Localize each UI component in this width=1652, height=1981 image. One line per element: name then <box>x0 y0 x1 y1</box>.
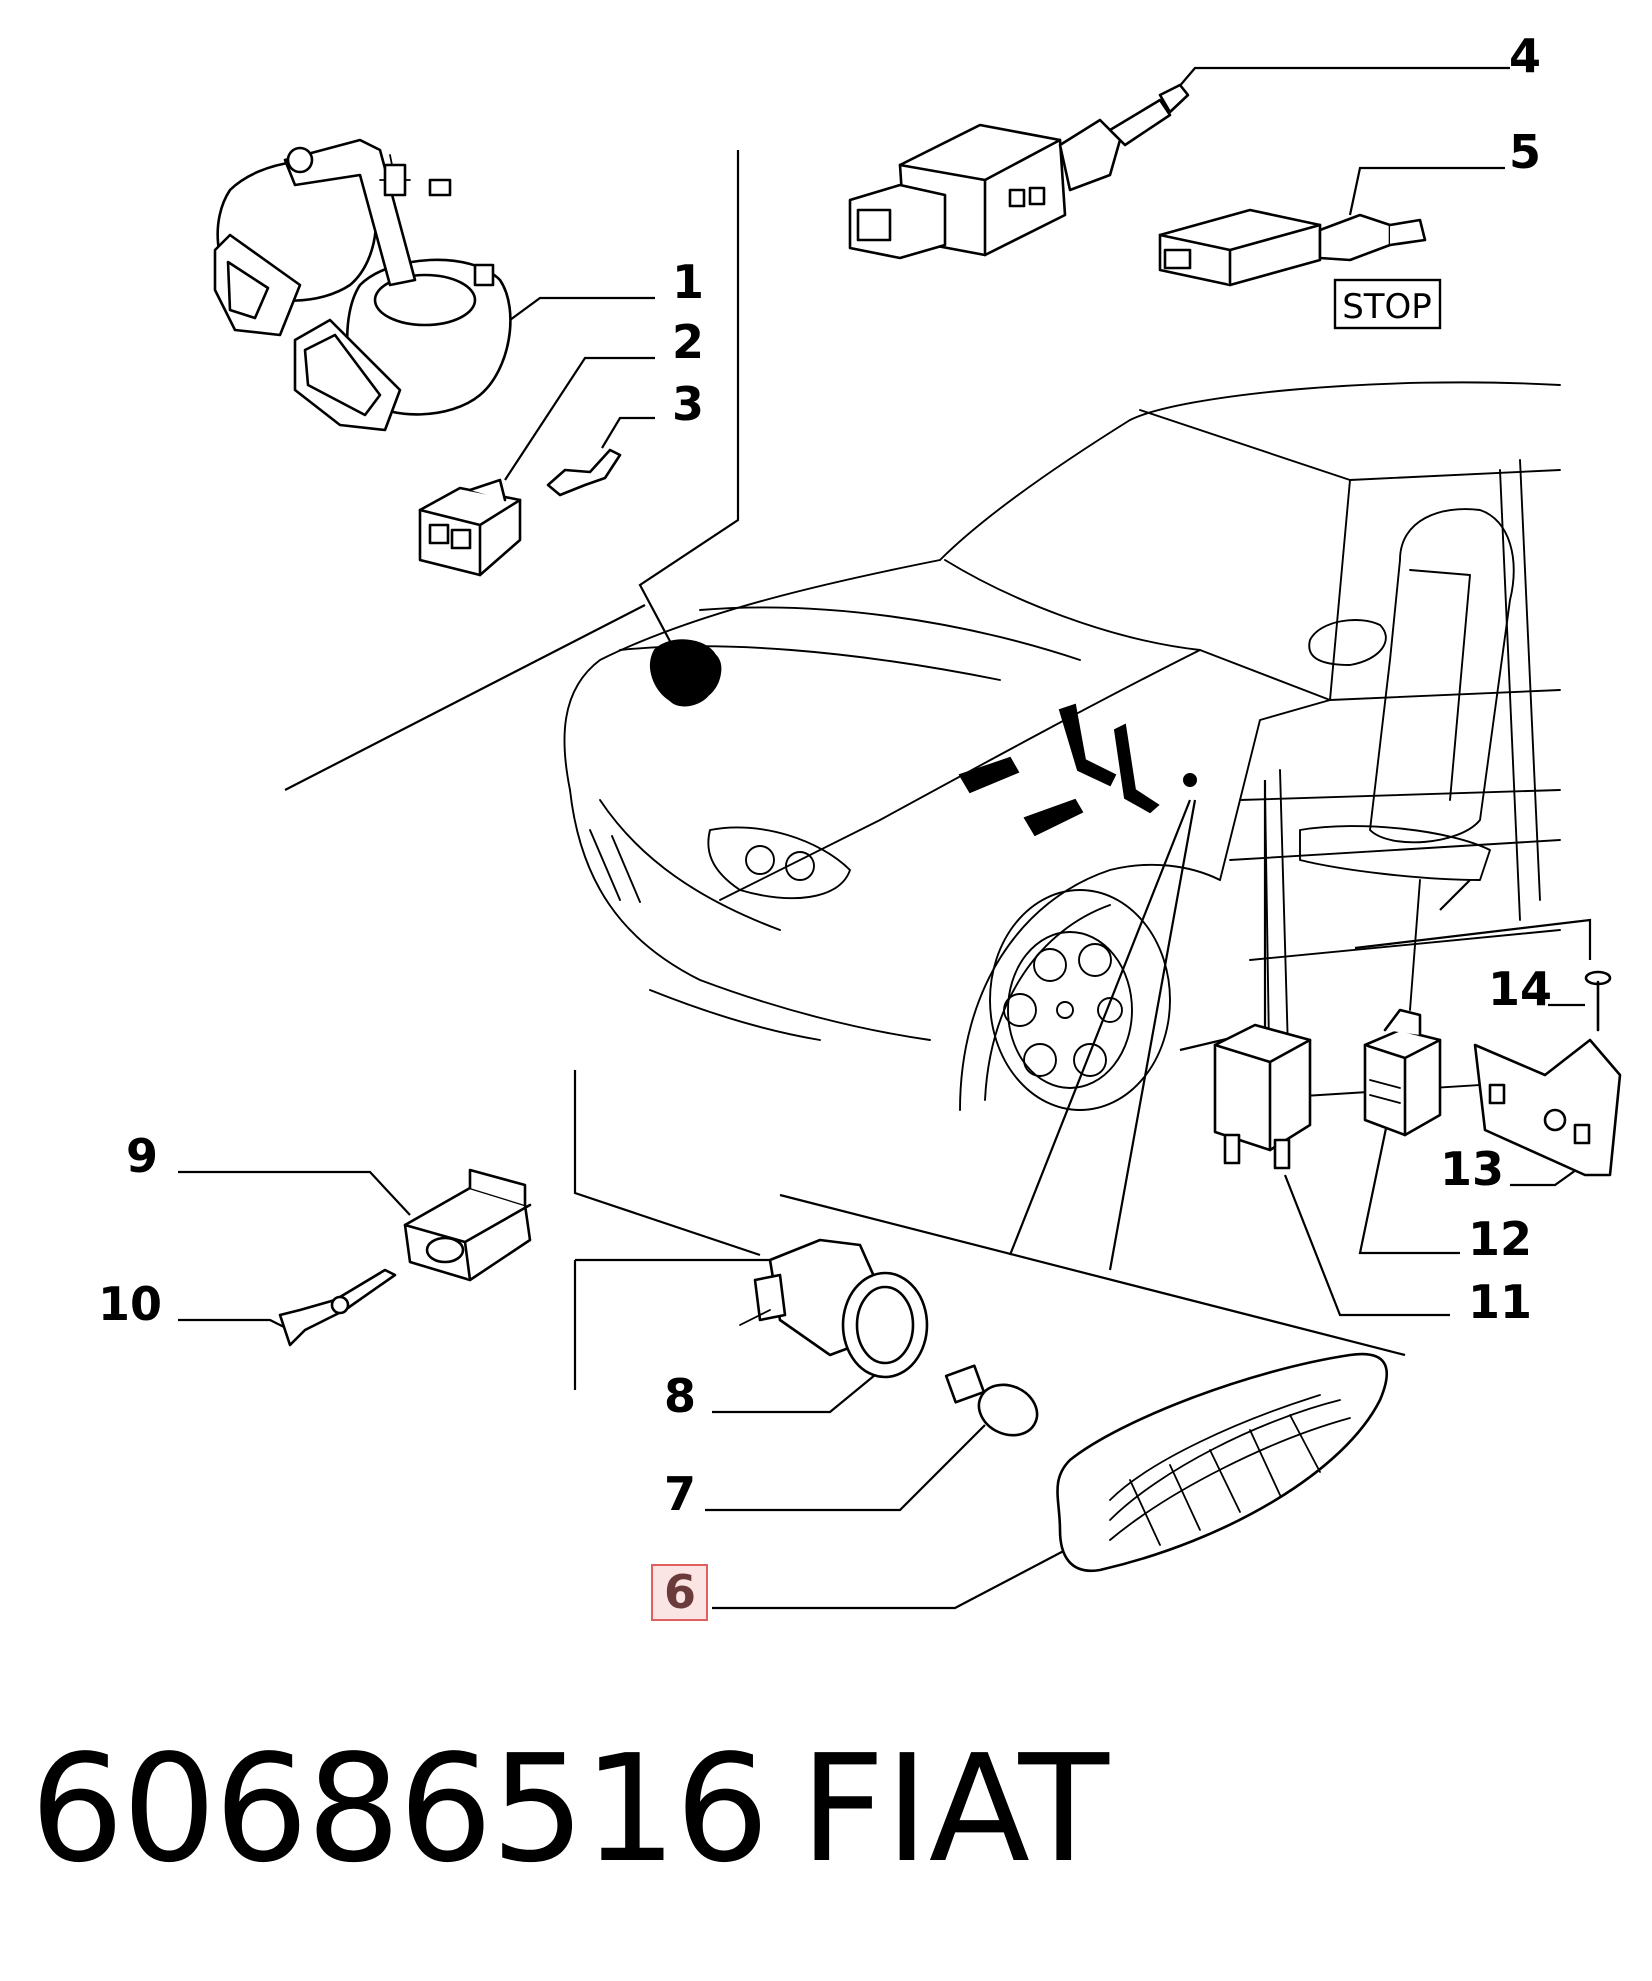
relay-icon <box>1213 1023 1312 1170</box>
callout-14: 14 <box>1488 962 1552 1016</box>
bracket-icon <box>1473 1038 1622 1177</box>
control-module-icon <box>1363 1008 1442 1137</box>
leader-lines <box>178 66 1592 1610</box>
callout-5: 5 <box>1509 125 1541 179</box>
callout-7: 7 <box>664 1467 696 1521</box>
part-number: 60686516 <box>30 1723 769 1895</box>
brake-switch-icon <box>848 83 1190 260</box>
callout-3: 3 <box>672 377 704 431</box>
bulb-icon <box>944 1364 1039 1437</box>
callout-9: 9 <box>126 1129 158 1183</box>
car-outline <box>563 381 1561 1121</box>
callout-1: 1 <box>672 255 704 309</box>
stop-label: STOP <box>1342 287 1432 327</box>
stop-switch-icon <box>1158 208 1427 287</box>
callout-6-highlight: 6 <box>651 1564 708 1621</box>
callout-4: 4 <box>1509 29 1541 83</box>
callout-6: 6 <box>664 1565 696 1619</box>
terminal-icon <box>546 448 622 497</box>
callout-8: 8 <box>664 1369 696 1423</box>
brand-name: FIAT <box>800 1723 1109 1895</box>
component-locations <box>650 639 1197 837</box>
lamp-terminal-icon <box>278 1268 397 1347</box>
lamp-connector-icon <box>403 1168 532 1282</box>
callout-10: 10 <box>98 1277 162 1331</box>
lamp-holder-icon <box>739 1238 929 1379</box>
callout-12: 12 <box>1468 1212 1532 1266</box>
callout-labels: 1 2 3 4 5 6 7 8 9 10 11 12 13 14 <box>98 29 1552 1621</box>
callout-11: 11 <box>1468 1275 1532 1329</box>
callout-13: 13 <box>1440 1142 1504 1196</box>
screw-icon <box>1584 970 1612 1032</box>
side-indicator-icon <box>1056 1352 1389 1573</box>
horn-assembly-icon <box>213 138 512 432</box>
callout-2: 2 <box>672 315 704 369</box>
stop-label-box: STOP <box>1333 278 1442 330</box>
connector-icon <box>418 478 522 577</box>
